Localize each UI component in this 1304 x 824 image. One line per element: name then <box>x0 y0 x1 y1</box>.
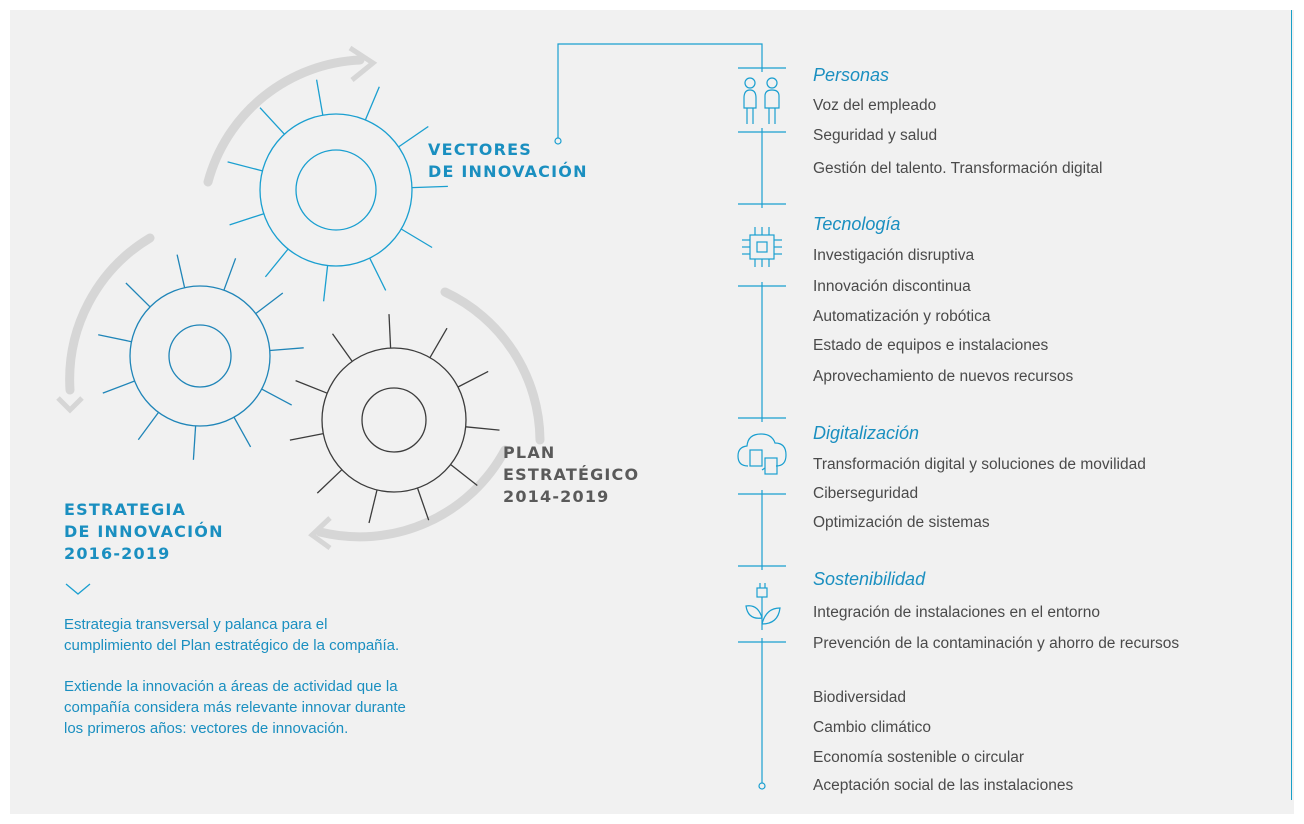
list-item: Optimización de sistemas <box>813 514 990 531</box>
gear-ray <box>457 370 489 388</box>
estrategia-label-line: 2016-2019 <box>64 544 171 563</box>
section-title-sostenibilidad: Sostenibilidad <box>813 569 926 589</box>
vectores-label: VECTORES DE INNOVACIÓN <box>428 139 588 183</box>
estrategia-label-line: DE INNOVACIÓN <box>64 522 224 541</box>
gear-ray <box>411 185 448 189</box>
gear-ray <box>192 425 197 460</box>
list-item: Transformación digital y soluciones de m… <box>813 456 1146 473</box>
gear-ray <box>229 213 265 226</box>
gear-top <box>227 79 448 302</box>
list-item: Aceptación social de las instalaciones <box>813 777 1074 794</box>
arrow-top <box>203 55 365 187</box>
list-item: Estado de equipos e instalaciones <box>813 337 1049 354</box>
circular-arrows <box>65 55 545 542</box>
gear-ray <box>98 334 132 343</box>
gear-ray <box>264 248 289 278</box>
arrowhead-bottom <box>308 516 332 551</box>
section-title-personas: Personas <box>813 65 890 85</box>
section-dividers <box>738 67 786 643</box>
gear-ray <box>398 125 429 148</box>
arrow-bottom <box>315 445 510 542</box>
list-item: Economía sostenible o circular <box>813 749 1025 766</box>
gear-ray <box>388 314 392 349</box>
gear-ray <box>289 432 324 441</box>
plan-label-line: ESTRATÉGICO <box>503 465 640 484</box>
gear-ray <box>261 388 293 406</box>
vectores-label-line: VECTORES <box>428 140 532 159</box>
gear-ray <box>269 347 304 352</box>
arrow-right <box>440 287 545 445</box>
arrow-left <box>65 233 155 395</box>
gear-ray <box>295 379 328 394</box>
gear-ray <box>331 333 353 362</box>
vectores-label-line: DE INNOVACIÓN <box>428 162 588 181</box>
list-item: Integración de instalaciones en el entor… <box>813 604 1100 621</box>
plan-label: PLAN ESTRATÉGICO 2014-2019 <box>503 442 639 508</box>
description-paragraph: Extiende la innovación a áreas de activi… <box>64 678 406 737</box>
cloud-icon <box>737 433 787 475</box>
people-icon <box>743 77 780 124</box>
list-item: Seguridad y salud <box>813 127 938 144</box>
list-item: Prevención de la contaminación y ahorro … <box>813 635 1180 652</box>
list-item: Aprovechamiento de nuevos recursos <box>813 368 1074 385</box>
gear-ray <box>125 282 151 308</box>
gear-ray <box>255 292 284 315</box>
arrowhead-top <box>348 45 378 82</box>
plan-label-line: PLAN <box>503 443 556 462</box>
gear-ray <box>450 463 478 487</box>
gear-ray <box>316 469 343 494</box>
connector-line <box>554 43 766 790</box>
list-item: Investigación disruptiva <box>813 247 975 264</box>
gear-center <box>289 314 500 524</box>
arrowhead-left <box>56 396 84 414</box>
plant-plug-icon <box>745 583 781 630</box>
list-item: Innovación discontinua <box>813 278 971 295</box>
list-item: Ciberseguridad <box>813 485 919 502</box>
estrategia-label: ESTRATEGIA DE INNOVACIÓN 2016-2019 <box>64 499 224 565</box>
gear-ray <box>465 426 500 431</box>
gear-ray <box>233 416 252 448</box>
arrow-heads <box>56 45 378 551</box>
list-item: Biodiversidad <box>813 689 907 706</box>
gear-ray <box>176 254 186 288</box>
gear-ray <box>102 380 135 394</box>
list-item: Cambio climático <box>813 719 932 736</box>
chip-icon <box>742 227 782 267</box>
gear-ray <box>137 412 160 441</box>
gear-ray <box>259 107 285 135</box>
gear-ray <box>429 327 448 358</box>
gear-ray <box>223 258 237 291</box>
description-paragraph: Estrategia transversal y palanca para el… <box>64 616 400 654</box>
chevron-down-icon <box>65 583 91 595</box>
gear-ray <box>364 86 380 121</box>
gear-ray <box>369 257 387 291</box>
gear-ray <box>400 228 433 249</box>
right-divider <box>1291 10 1292 800</box>
gear-ray <box>368 489 378 524</box>
section-title-tecnologia: Tecnología <box>813 214 901 234</box>
plan-label-line: 2014-2019 <box>503 487 610 506</box>
gear-ray <box>315 79 324 116</box>
list-item: Gestión del talento. Transformación digi… <box>813 160 1103 177</box>
gear-ray <box>227 161 263 172</box>
section-title-digitalizacion: Digitalización <box>813 423 920 443</box>
list-item: Automatización y robótica <box>813 308 991 325</box>
estrategia-label-line: ESTRATEGIA <box>64 500 187 519</box>
gear-ray <box>322 265 329 302</box>
gear-left <box>98 254 304 460</box>
list-item: Voz del empleado <box>813 97 937 114</box>
gear-ray <box>416 487 430 521</box>
